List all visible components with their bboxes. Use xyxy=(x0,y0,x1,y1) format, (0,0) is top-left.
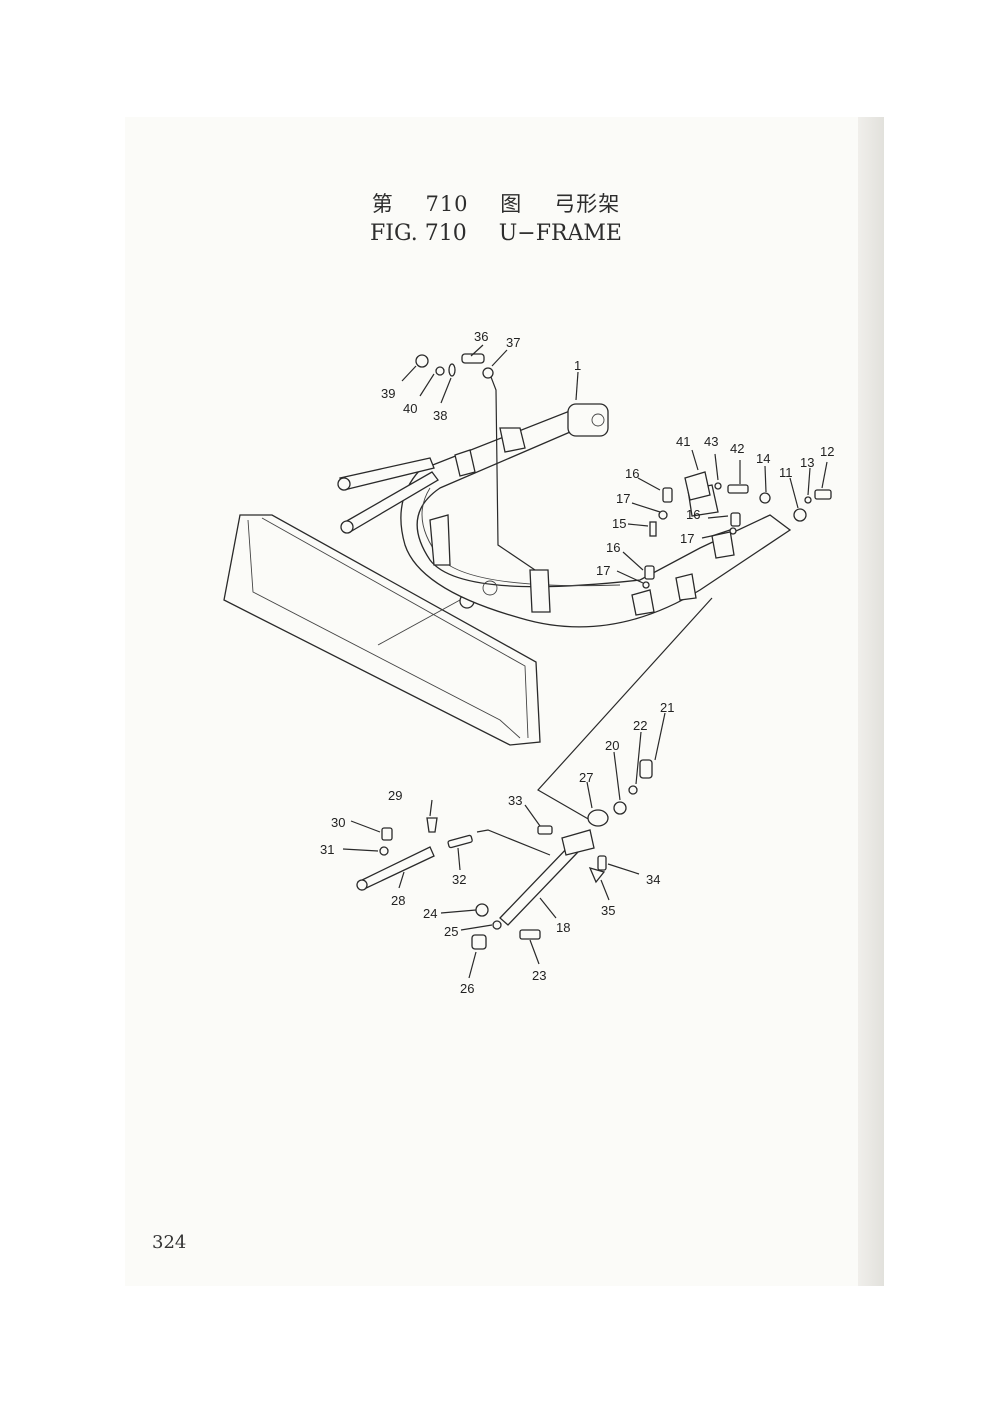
top-hardware xyxy=(415,353,494,379)
figure-title-chinese: 第 710 图 弓形架 xyxy=(0,188,992,218)
leader-lines xyxy=(342,344,828,979)
part-label: 27 xyxy=(579,770,593,785)
figure-number-cn: 第 710 图 xyxy=(371,192,523,216)
part-label: 28 xyxy=(391,893,405,908)
part-label: 17 xyxy=(616,491,630,506)
part-labels: 1 11 12 13 14 15 16 16 16 17 17 17 18 20… xyxy=(320,329,834,996)
figure-number-en: FIG. 710 xyxy=(369,221,467,246)
part-label: 32 xyxy=(452,872,466,887)
part-label: 30 xyxy=(331,815,345,830)
part-label: 16 xyxy=(686,507,700,522)
detail-connector xyxy=(537,597,713,821)
part-label: 25 xyxy=(444,924,458,939)
part-label: 18 xyxy=(556,920,570,935)
part-label: 16 xyxy=(606,540,620,555)
part-label: 24 xyxy=(423,906,437,921)
part-label: 41 xyxy=(676,434,690,449)
part-label: 13 xyxy=(800,455,814,470)
part-label: 20 xyxy=(605,738,619,753)
part-label: 26 xyxy=(460,981,474,996)
part-label: 21 xyxy=(660,700,674,715)
right-hardware xyxy=(642,471,832,589)
part-label: 34 xyxy=(646,872,660,887)
part-label: 14 xyxy=(756,451,770,466)
part-label: 39 xyxy=(381,386,395,401)
part-label: 12 xyxy=(820,444,834,459)
part-label: 17 xyxy=(596,563,610,578)
part-label: 29 xyxy=(388,788,402,803)
part-label: 16 xyxy=(625,466,639,481)
grease-line xyxy=(490,376,536,571)
page-gutter-shadow xyxy=(858,117,884,1286)
part-label: 35 xyxy=(601,903,615,918)
page-number: 324 xyxy=(152,1232,187,1253)
lower-hardware xyxy=(356,759,653,950)
part-label: 38 xyxy=(433,408,447,423)
part-label: 11 xyxy=(779,465,793,480)
part-label: 37 xyxy=(506,335,520,350)
part-label: 33 xyxy=(508,793,522,808)
part-label: 36 xyxy=(474,329,488,344)
figure-name-en: U−FRAME xyxy=(498,221,622,246)
part-label: 17 xyxy=(680,531,694,546)
figure-name-cn: 弓形架 xyxy=(554,192,621,216)
part-label: 22 xyxy=(633,718,647,733)
figure-title-english: FIG. 710 U−FRAME xyxy=(0,221,992,246)
part-label: 31 xyxy=(320,842,334,857)
part-label: 15 xyxy=(612,516,626,531)
part-label: 43 xyxy=(704,434,718,449)
dozer-blade xyxy=(223,514,541,746)
part-label: 40 xyxy=(403,401,417,416)
part-label: 23 xyxy=(532,968,546,983)
part-label: 42 xyxy=(730,441,744,456)
part-label: 1 xyxy=(574,358,581,373)
u-frame xyxy=(400,403,792,628)
lift-cylinders xyxy=(337,457,439,534)
